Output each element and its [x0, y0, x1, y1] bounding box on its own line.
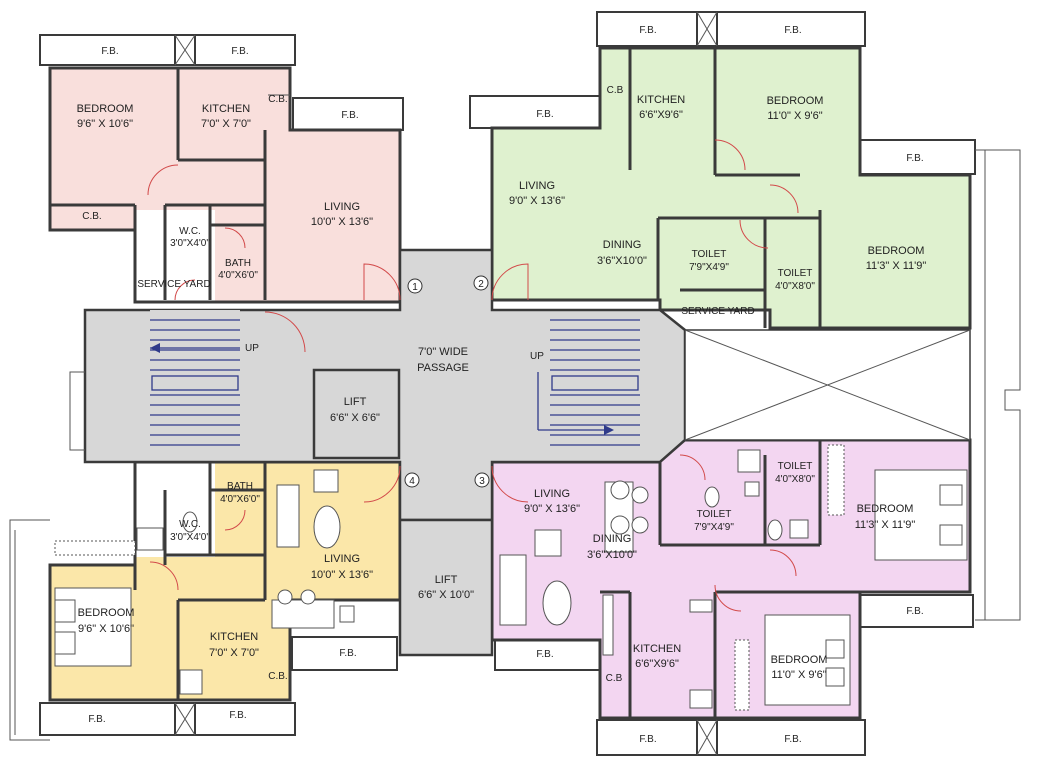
- fb-label: F.B.: [784, 734, 801, 745]
- br-toilet2-dim: 4'0"X8'0": [775, 474, 815, 485]
- br-bedroom2-dim: 11'0" X 9'6": [771, 669, 826, 681]
- flower-beds: [39, 11, 976, 756]
- tl-living-dim: 10'0" X 13'6": [311, 216, 373, 228]
- tr-toilet1-label: TOILET: [692, 249, 727, 260]
- br-bedroom1-dim: 11'3" X 11'9": [855, 519, 916, 531]
- entry-number: 2: [478, 279, 484, 290]
- shafts: [174, 11, 718, 756]
- lift-dim: 6'6" X 10'0": [418, 589, 474, 601]
- br-bedroom1-label: BEDROOM: [857, 503, 914, 515]
- duct-cutout: [684, 149, 1021, 621]
- tl-bath-label: BATH: [225, 258, 251, 269]
- tl-bedroom-label: BEDROOM: [77, 103, 134, 115]
- stair-up-label: UP: [530, 351, 544, 362]
- cb-label: C.B: [606, 673, 623, 684]
- service-yard-label: SERVICE YARD: [681, 306, 754, 317]
- tr-kitchen-label: KITCHEN: [637, 94, 685, 106]
- bl-bath-label: BATH: [227, 481, 253, 492]
- tl-wc-dim: 3'0"X4'0": [170, 238, 210, 249]
- cb-label: C.B.: [82, 211, 101, 222]
- tr-toilet1-dim: 7'9"X4'9": [689, 262, 729, 273]
- fb-label: F.B.: [536, 649, 553, 660]
- lift-dim: 6'6" X 6'6": [330, 412, 380, 424]
- lift-label: LIFT: [344, 396, 367, 408]
- fb-label: F.B.: [784, 25, 801, 36]
- tr-bedroom2-dim: 11'3" X 11'9": [866, 260, 927, 272]
- bl-bedroom-label: BEDROOM: [78, 607, 135, 619]
- bl-bedroom-dim: 9'6" X 10'6": [78, 623, 134, 635]
- door-swings: [147, 139, 799, 612]
- br-toilet1-dim: 7'9"X4'9": [694, 522, 734, 533]
- fb-label: F.B.: [229, 710, 246, 721]
- entry-number: 3: [479, 476, 485, 487]
- passage-label-2: PASSAGE: [417, 362, 469, 374]
- flat-top-right: [490, 46, 972, 330]
- entry-number: 4: [409, 476, 415, 487]
- br-toilet1-label: TOILET: [697, 509, 732, 520]
- cb-label: C.B.: [268, 94, 287, 105]
- stair-up-label: UP: [245, 343, 259, 354]
- tr-kitchen-dim: 6'6"X9'6": [639, 109, 683, 121]
- tr-living-dim: 9'0" X 13'6": [509, 195, 565, 207]
- tr-toilet2-label: TOILET: [778, 268, 813, 279]
- common-area: [83, 248, 687, 657]
- fb-label: F.B.: [231, 46, 248, 57]
- tr-bedroom2-label: BEDROOM: [868, 245, 925, 257]
- flat-top-left: [48, 66, 402, 304]
- left-edge: [9, 371, 85, 741]
- fb-label: F.B.: [536, 109, 553, 120]
- bl-living-label: LIVING: [324, 553, 360, 565]
- fb-label: F.B.: [341, 110, 358, 121]
- fb-label: F.B.: [639, 25, 656, 36]
- br-living-label: LIVING: [534, 488, 570, 500]
- labels: F.B. F.B. F.B. F.B. F.B. F.B. F.B. F.B. …: [77, 25, 927, 745]
- fb-label: F.B.: [339, 648, 356, 659]
- br-kitchen-dim: 6'6"X9'6": [635, 658, 679, 670]
- fb-label: F.B.: [906, 153, 923, 164]
- tr-living-label: LIVING: [519, 180, 555, 192]
- flat-bottom-left: [48, 460, 402, 702]
- br-dining-label: DINING: [593, 533, 632, 545]
- entry-number: 1: [412, 282, 418, 293]
- tr-dining-label: DINING: [603, 239, 642, 251]
- tr-toilet2-dim: 4'0"X8'0": [775, 281, 815, 292]
- tr-bedroom1-dim: 11'0" X 9'6": [767, 110, 822, 122]
- bl-living-dim: 10'0" X 13'6": [311, 569, 373, 581]
- tr-bedroom1-label: BEDROOM: [767, 95, 824, 107]
- tl-bath-dim: 4'0"X6'0": [218, 270, 258, 281]
- tl-living-label: LIVING: [324, 201, 360, 213]
- bl-kitchen-label: KITCHEN: [210, 631, 258, 643]
- bl-wc-dim: 3'0"X4'0": [170, 532, 210, 543]
- br-bedroom2-label: BEDROOM: [771, 654, 828, 666]
- br-toilet2-label: TOILET: [778, 461, 813, 472]
- lift-label: LIFT: [435, 574, 458, 586]
- tl-wc-label: W.C.: [179, 226, 201, 237]
- fb-label: F.B.: [101, 46, 118, 57]
- br-living-dim: 9'0" X 13'6": [524, 503, 580, 515]
- furniture: [54, 444, 968, 711]
- bl-bath-dim: 4'0"X6'0": [220, 494, 260, 505]
- cb-label: C.B.: [268, 671, 287, 682]
- tl-bedroom-dim: 9'6" X 10'6": [77, 118, 133, 130]
- fb-label: F.B.: [88, 714, 105, 725]
- cb-label: C.B: [607, 85, 624, 96]
- fb-label: F.B.: [639, 734, 656, 745]
- br-dining-dim: 3'6"X10'0": [587, 549, 637, 561]
- tr-dining-dim: 3'6"X10'0": [597, 255, 647, 267]
- tl-kitchen-dim: 7'0" X 7'0": [201, 118, 251, 130]
- bl-kitchen-dim: 7'0" X 7'0": [209, 647, 259, 659]
- fb-label: F.B.: [906, 606, 923, 617]
- tl-kitchen-label: KITCHEN: [202, 103, 250, 115]
- service-yard-label: SERVICE YARD: [137, 279, 210, 290]
- bl-wc-label: W.C.: [179, 519, 201, 530]
- passage-label: 7'0" WIDE: [418, 346, 468, 358]
- br-kitchen-label: KITCHEN: [633, 643, 681, 655]
